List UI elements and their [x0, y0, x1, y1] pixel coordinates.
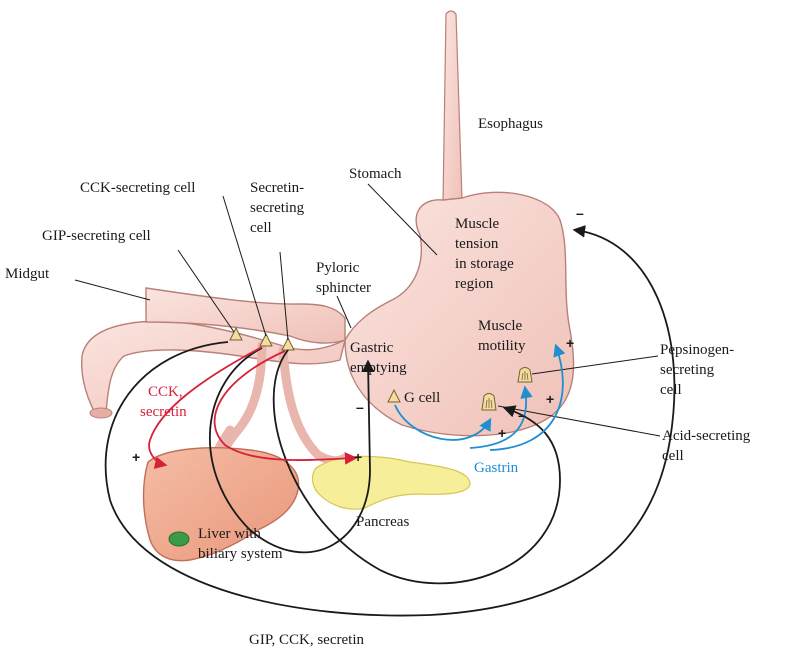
- esophagus-label: Esophagus: [478, 116, 543, 132]
- minus-sign-gastric-emptying: –: [356, 399, 364, 415]
- gip-cck-secretin-label: GIP, CCK, secretin: [249, 632, 364, 648]
- midgut-label: Midgut: [5, 266, 50, 282]
- gallbladder: [169, 532, 189, 546]
- pepsinogen-secreting-cell-label: Pepsinogen- secreting cell: [660, 342, 738, 398]
- pyloric-sphincter-label: Pyloric sphincter: [316, 260, 371, 296]
- minus-sign-muscle-tension: –: [576, 205, 584, 221]
- secretin-secreting-cell-label: Secretin- secreting cell: [250, 180, 308, 236]
- plus-sign-acid-cell: +: [498, 425, 506, 441]
- pepsinogen-secreting-cell-marker: [518, 368, 532, 383]
- minus-sign-acid-cell: –: [518, 407, 526, 423]
- gip-secreting-cell-label: GIP-secreting cell: [42, 228, 151, 244]
- liver-shape: [144, 448, 299, 561]
- g-cell-label: G cell: [404, 390, 440, 406]
- esophagus-shape: [443, 11, 462, 204]
- stomach-label: Stomach: [349, 166, 402, 182]
- plus-sign-pancreas: +: [354, 449, 362, 465]
- cck-secreting-cell-label: CCK-secreting cell: [80, 180, 195, 196]
- plus-sign-liver: +: [132, 449, 140, 465]
- cck-secretin-label: CCK, secretin: [140, 384, 187, 420]
- gastrin-label: Gastrin: [474, 460, 519, 476]
- acid-secreting-cell-label: Acid-secreting cell: [662, 428, 754, 464]
- pancreas-label: Pancreas: [356, 514, 409, 530]
- acid-secreting-cell-marker: [482, 394, 496, 411]
- plus-sign-pepsinogen: +: [546, 391, 554, 407]
- midgut-opening: [90, 408, 112, 418]
- plus-sign-motility: +: [566, 335, 574, 351]
- pancreas-shape: [313, 456, 470, 509]
